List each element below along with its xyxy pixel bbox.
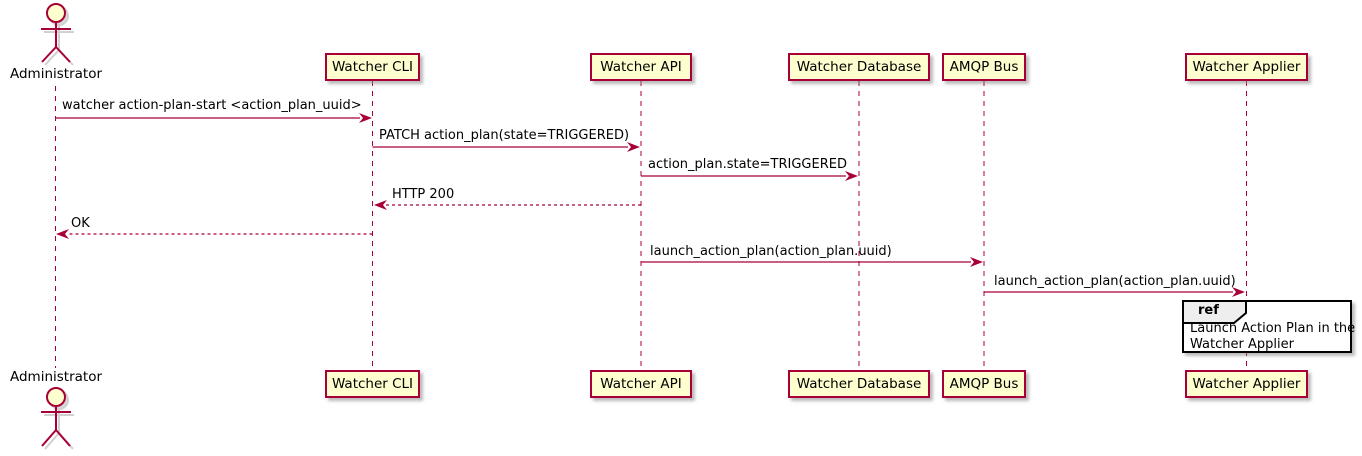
message-label-3: action_plan.state=TRIGGERED: [648, 157, 847, 172]
ref-fragment: ref Launch Action Plan in the Watcher Ap…: [1182, 300, 1355, 353]
ref-text-line: Watcher Applier: [1190, 337, 1294, 352]
message-label-1: watcher action-plan-start <action_plan_u…: [62, 98, 362, 113]
participant-bottom-watcher-applier: Watcher Applier: [1185, 370, 1308, 398]
actor-label-administrator-bottom: Administrator: [9, 369, 103, 385]
actor-label-administrator-top: Administrator: [9, 66, 103, 82]
participant-label: Watcher Database: [796, 376, 922, 392]
ref-text: Launch Action Plan in the Watcher Applie…: [1190, 321, 1355, 353]
participant-label: Watcher CLI: [331, 376, 414, 392]
message-label-4: HTTP 200: [392, 187, 455, 202]
participant-top-amqp-bus: AMQP Bus: [942, 53, 1026, 81]
participant-label: Watcher API: [600, 376, 682, 392]
participant-label: Watcher Applier: [1192, 59, 1301, 75]
message-label-7: launch_action_plan(action_plan.uuid): [994, 274, 1236, 289]
message-label-6: launch_action_plan(action_plan.uuid): [650, 244, 892, 259]
participant-top-watcher-cli: Watcher CLI: [325, 53, 420, 81]
participant-bottom-watcher-database: Watcher Database: [788, 370, 930, 398]
participant-label: Watcher CLI: [331, 59, 414, 75]
participant-label: Watcher API: [600, 59, 682, 75]
ref-tab-label: ref: [1198, 303, 1219, 318]
participant-label: AMQP Bus: [949, 59, 1019, 75]
ref-text-line: Launch Action Plan in the: [1190, 321, 1356, 336]
message-label-2: PATCH action_plan(state=TRIGGERED): [379, 128, 630, 143]
participant-top-watcher-database: Watcher Database: [788, 53, 930, 81]
administrator-actor-icon-bottom: [41, 387, 71, 447]
participant-label: Watcher Database: [796, 59, 922, 75]
participant-label: AMQP Bus: [949, 376, 1019, 392]
administrator-actor-icon: [41, 3, 71, 63]
participant-bottom-watcher-cli: Watcher CLI: [325, 370, 420, 398]
participant-top-watcher-applier: Watcher Applier: [1185, 53, 1308, 81]
participant-bottom-watcher-api: Watcher API: [590, 370, 692, 398]
participant-top-watcher-api: Watcher API: [590, 53, 692, 81]
ref-tab: [1182, 300, 1247, 324]
participant-label: Watcher Applier: [1192, 376, 1301, 392]
message-label-5: OK: [71, 216, 90, 231]
participant-bottom-amqp-bus: AMQP Bus: [942, 370, 1026, 398]
